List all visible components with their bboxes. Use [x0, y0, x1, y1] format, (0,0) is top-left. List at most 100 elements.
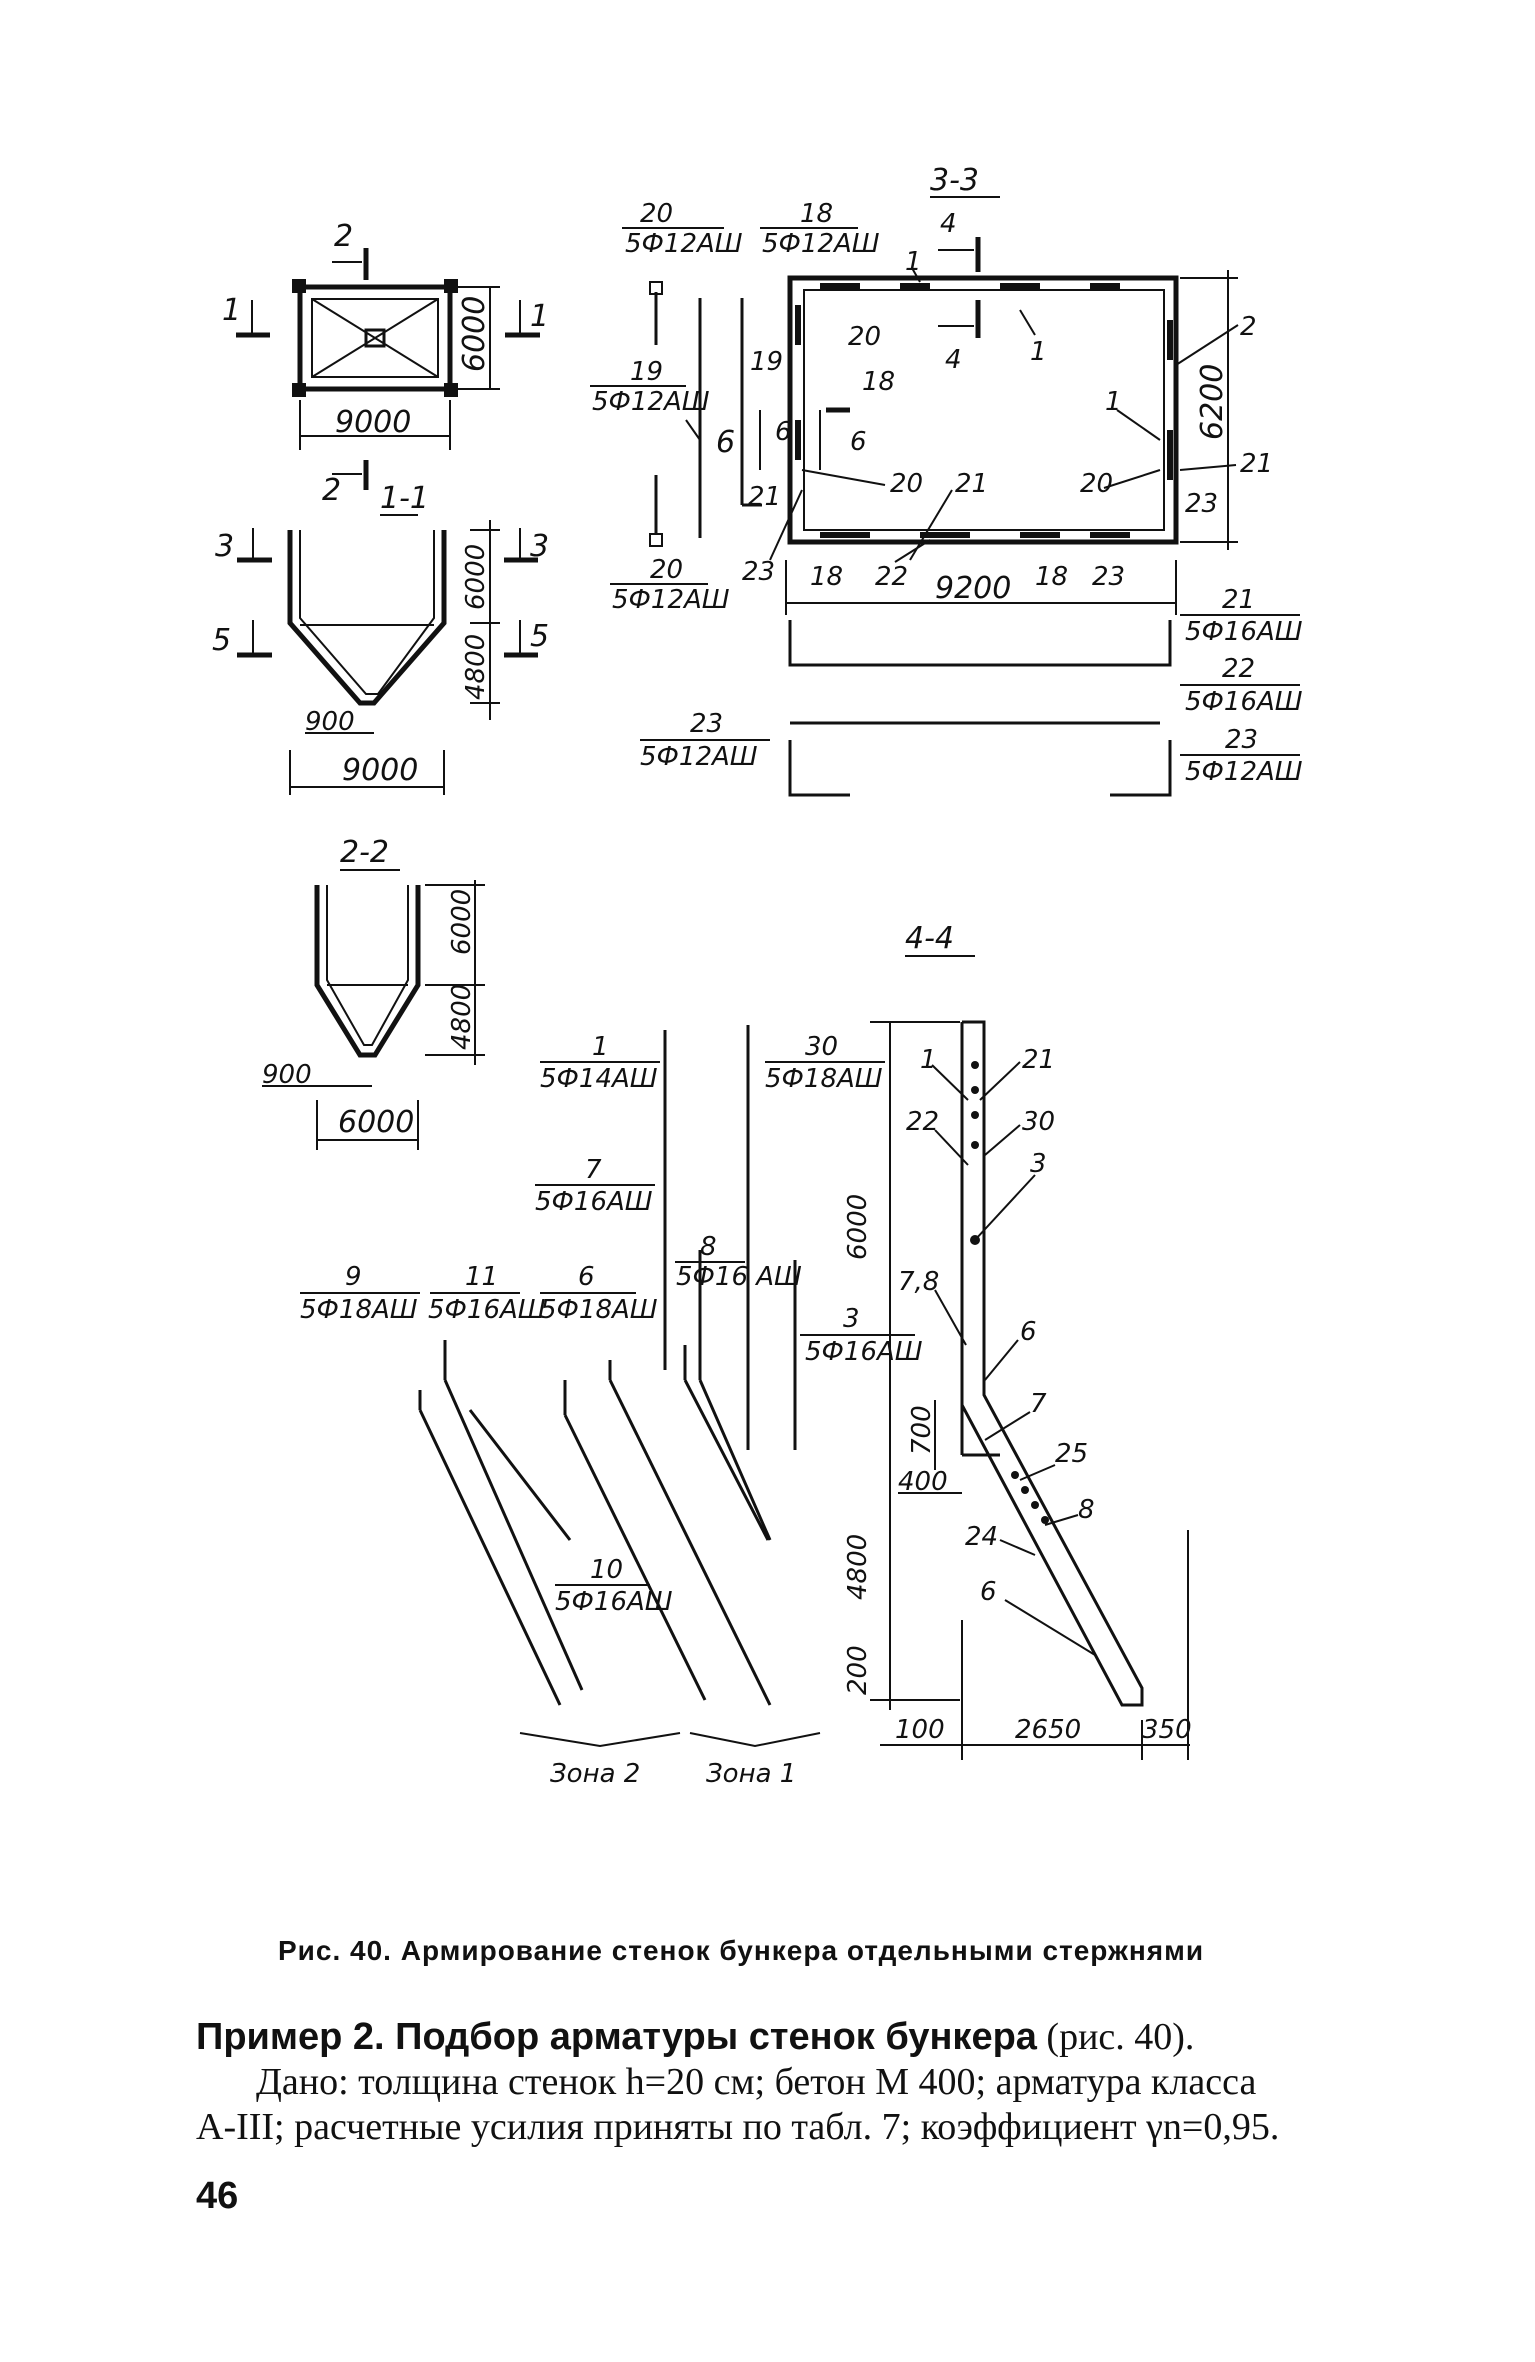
s33-label-20-top: 20	[848, 322, 881, 352]
cut-mark-5-left: 5	[212, 623, 231, 658]
bar-23-left-spec: 5Ф12АШ	[640, 742, 758, 772]
bar-schedule: 1 5Ф14АШ 30 5Ф18АШ 7 5Ф16АШ 8 5Ф16 АШ 3 …	[300, 1025, 923, 1789]
bar-23-right-num: 23	[1225, 725, 1258, 755]
bar-23-left-num: 23	[690, 709, 723, 739]
section-3-3: 3-3 6 9200 6200 4 4	[590, 163, 1303, 797]
s44-label-6-top: 6	[1020, 1317, 1037, 1347]
bar-20-top-num: 20	[640, 199, 673, 229]
bar-20-top-spec: 5Ф12АШ	[625, 229, 743, 259]
bar-19-num: 19	[630, 357, 663, 387]
cut-mark-4-top: 4	[940, 209, 957, 239]
bar-18-num: 18	[800, 199, 833, 229]
s44-top-dim: 6000	[843, 1194, 873, 1260]
s33-label-22-bottom: 22	[875, 562, 908, 592]
plan-width-dim: 9000	[335, 405, 411, 440]
s33-label-2: 2	[1240, 312, 1257, 342]
s44-label-24: 24	[965, 1522, 998, 1552]
bar-9-spec: 5Ф18АШ	[300, 1295, 418, 1325]
example-line-2: A-III; расчетные усилия приняты по табл.…	[196, 2106, 1280, 2148]
cut-mark-2-bottom: 2	[322, 473, 341, 508]
section-2-2-title: 2-2	[340, 835, 389, 870]
plan-view: 9000 6000 2 2 1 1	[222, 219, 549, 508]
s33-label-21-right: 21	[1240, 449, 1273, 479]
s44-label-22: 22	[906, 1107, 939, 1137]
bar-20-bot-num: 20	[650, 555, 683, 585]
zone-2-label: Зона 2	[550, 1759, 640, 1789]
cut-mark-1-left: 1	[222, 293, 241, 328]
s33-label-23-left: 23	[742, 557, 775, 587]
cut-mark-6-right: 6	[850, 427, 867, 457]
cut-mark-3-left: 3	[215, 529, 234, 564]
section-4-4-title: 4-4	[905, 921, 954, 956]
bar-7-num: 7	[585, 1155, 602, 1185]
section-1-1: 1-1 6000 4800 900 9000 3 3 5 5	[212, 481, 549, 795]
cut-mark-2-top: 2	[334, 219, 353, 254]
s11-top-dim: 6000	[461, 544, 491, 610]
s22-top-dim: 6000	[447, 889, 477, 955]
s22-bot-dim: 4800	[447, 984, 477, 1050]
s11-width-dim: 9000	[342, 753, 418, 788]
zone-1-label: Зона 1	[706, 1759, 796, 1789]
s44-label-21: 21	[1022, 1045, 1055, 1075]
s33-label-20-right: 20	[1080, 469, 1113, 499]
figure-caption: Рис. 40. Армирование стенок бункера отде…	[278, 1935, 1205, 1966]
s11-bot-dim: 4800	[461, 634, 491, 700]
bar-19-spec: 5Ф12АШ	[592, 387, 710, 417]
example-heading-line: Пример 2. Подбор арматуры стенок бункера…	[196, 2015, 1361, 2060]
cut-mark-3-right: 3	[530, 529, 549, 564]
s44-label-7-8: 7,8	[898, 1267, 939, 1297]
example-line-1: Дано: толщина стенок h=20 см; бетон М 40…	[256, 2061, 1257, 2103]
s44-4800-dim: 4800	[843, 1534, 873, 1600]
s33-label-1-mid: 1	[1030, 337, 1047, 367]
section-4-4: 4-4 6000 700 4800 200 400 100 2650 350 1	[843, 921, 1192, 1760]
s44-label-3: 3	[1030, 1149, 1047, 1179]
plan-height-dim: 6000	[457, 296, 492, 372]
bar-18-spec: 5Ф12АШ	[762, 229, 880, 259]
s44-label-7: 7	[1030, 1389, 1047, 1419]
example-heading: Пример 2. Подбор арматуры стенок бункера	[196, 2016, 1037, 2058]
section-1-1-title: 1-1	[380, 481, 429, 516]
bar-3-num: 3	[843, 1304, 860, 1334]
bunker-reinforcement-figure: 9000 6000 2 2 1 1 1-1 6000 4800 900	[212, 163, 1303, 1789]
bar-23-right-spec: 5Ф12АШ	[1185, 757, 1303, 787]
bar-30-num: 30	[805, 1032, 838, 1062]
bar-3-spec: 5Ф16АШ	[805, 1337, 923, 1367]
s44-700-dim: 700	[907, 1405, 937, 1455]
cut-mark-4-bottom: 4	[945, 345, 962, 375]
cut-mark-5-right: 5	[530, 619, 549, 654]
s33-bar6-label: 6	[716, 425, 735, 460]
bar-6-num: 6	[578, 1262, 595, 1292]
s44-label-8: 8	[1078, 1495, 1095, 1525]
bar-8-spec: 5Ф16 АШ	[676, 1262, 802, 1292]
s33-height-dim: 6200	[1195, 364, 1230, 440]
s33-label-18-bottom: 18	[810, 562, 843, 592]
s33-label-23-right: 23	[1185, 489, 1218, 519]
s44-200-dim: 200	[843, 1645, 873, 1695]
bar-11-num: 11	[465, 1262, 498, 1292]
section-3-3-title: 3-3	[930, 163, 979, 198]
bar-20-bot-spec: 5Ф12АШ	[612, 585, 730, 615]
example-text: Пример 2. Подбор арматуры стенок бункера…	[196, 2015, 1361, 2150]
bar-10-num: 10	[590, 1555, 623, 1585]
bar-9-num: 9	[345, 1262, 362, 1292]
bar-21-spec: 5Ф16АШ	[1185, 617, 1303, 647]
bar-7-spec: 5Ф16АШ	[535, 1187, 653, 1217]
bar-21-num: 21	[1222, 585, 1255, 615]
bar-1-spec: 5Ф14АШ	[540, 1064, 658, 1094]
s44-2650-dim: 2650	[1015, 1715, 1081, 1745]
bar-6-spec: 5Ф18АШ	[540, 1295, 658, 1325]
bar-8-num: 8	[700, 1232, 717, 1262]
cut-mark-1-right: 1	[530, 299, 549, 334]
s44-100-dim: 100	[895, 1715, 945, 1745]
page-number: 46	[196, 2175, 239, 2217]
example-heading-ref: (рис. 40).	[1046, 2016, 1195, 2058]
s33-label-1-top: 1	[905, 247, 922, 277]
bar-30-spec: 5Ф18АШ	[765, 1064, 883, 1094]
s33-label-18-br: 18	[1035, 562, 1068, 592]
section-2-2: 2-2 6000 4800 900 6000	[262, 835, 485, 1150]
s33-label-20-bottom: 20	[890, 469, 923, 499]
s44-label-6-bot: 6	[980, 1577, 997, 1607]
s33-label-19: 19	[750, 347, 783, 377]
s33-label-21-left: 21	[748, 482, 781, 512]
s44-label-25: 25	[1055, 1439, 1088, 1469]
